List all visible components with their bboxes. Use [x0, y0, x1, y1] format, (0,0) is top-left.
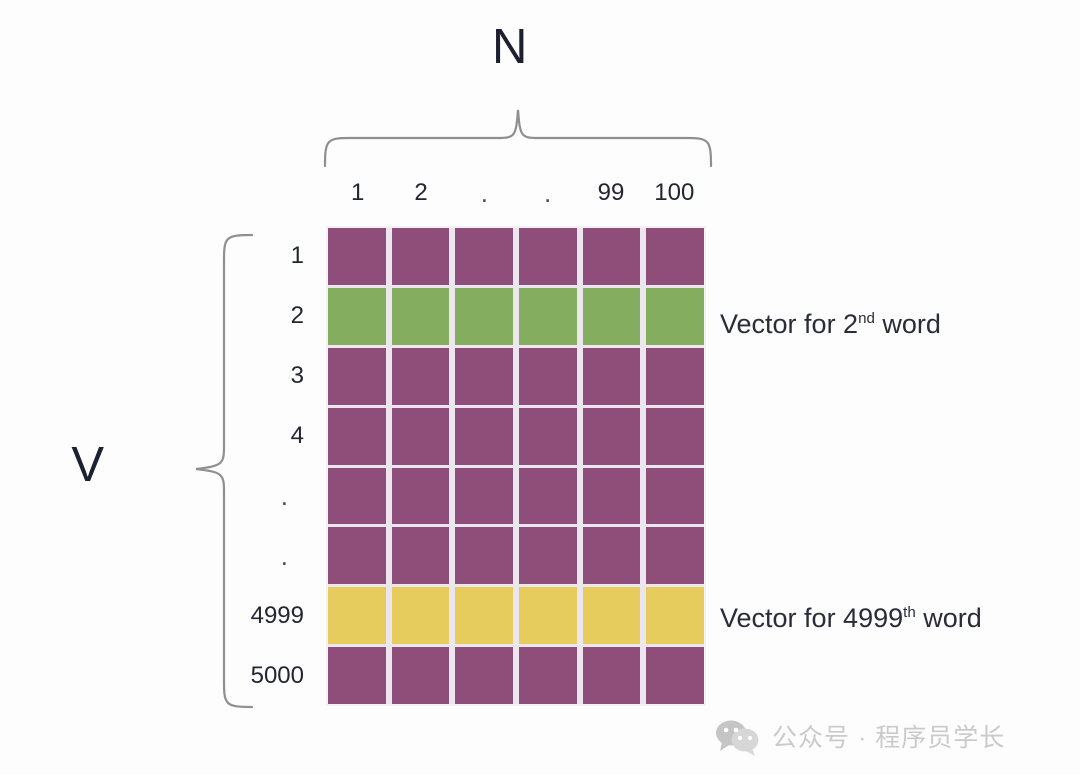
annotation-green-suffix: word [874, 309, 941, 339]
embedding-matrix [326, 226, 706, 706]
column-header-row: 1 2 . . 99 100 [326, 176, 706, 212]
column-header-ellipsis-1: . [480, 178, 488, 208]
matrix-cell [328, 228, 386, 285]
matrix-cell [391, 527, 450, 585]
annotation-yellow-prefix: Vector for 4999 [720, 603, 904, 633]
matrix-cell [582, 228, 641, 285]
row-header-3: 3 [290, 362, 304, 389]
row-header-4: 4 [290, 422, 304, 449]
matrix-cell [391, 467, 450, 525]
column-header-99: 99 [597, 179, 625, 206]
matrix-cell [519, 647, 577, 704]
column-header-2: 2 [414, 179, 428, 206]
matrix-cell [455, 407, 514, 465]
matrix-cell [328, 587, 386, 645]
matrix-row [328, 646, 705, 704]
matrix-cell [582, 287, 641, 345]
matrix-cell [582, 527, 641, 585]
matrix-cell [455, 347, 514, 405]
row-header-column: 1 2 3 4 . . 4999 5000 [196, 226, 316, 706]
matrix-cell [519, 467, 577, 525]
top-brace-icon [323, 109, 713, 168]
matrix-cell [391, 287, 450, 345]
matrix-row [328, 346, 705, 406]
matrix-cell [328, 647, 386, 704]
matrix-row [328, 466, 705, 526]
watermark-text: 公众号 · 程序员学长 [772, 724, 1006, 752]
matrix-cell [646, 287, 705, 345]
matrix-row [328, 526, 705, 586]
matrix-cell [519, 347, 577, 405]
matrix-cell [455, 287, 514, 345]
column-header-100: 100 [654, 179, 695, 206]
matrix-cell [519, 527, 577, 585]
matrix-cell [582, 407, 641, 465]
matrix-cell [391, 407, 450, 465]
matrix-cell [391, 228, 450, 285]
row-header-4999: 4999 [250, 602, 304, 629]
matrix-cell [582, 587, 641, 645]
left-brace-icon [195, 233, 254, 709]
matrix-cell [519, 407, 577, 465]
matrix-cell [646, 587, 705, 645]
column-header-ellipsis-2: . [544, 178, 552, 208]
matrix-cell [328, 467, 386, 525]
matrix-cell [391, 347, 450, 405]
matrix-cell [391, 647, 450, 704]
dimension-label-n: N [492, 20, 528, 74]
matrix-cell [328, 287, 386, 345]
matrix-cell [455, 228, 514, 285]
matrix-cell [455, 467, 514, 525]
row-header-1: 1 [290, 242, 304, 269]
row-header-2: 2 [290, 302, 304, 329]
matrix-cell [519, 287, 577, 345]
matrix-cell [646, 407, 705, 465]
annotation-green-prefix: Vector for 2 [720, 309, 859, 339]
annotation-green-ordinal: nd [858, 310, 875, 327]
matrix-cell [646, 347, 705, 405]
row-header-ellipsis-2: . [280, 540, 288, 571]
matrix-cell [646, 228, 705, 285]
matrix-cell [391, 587, 450, 645]
matrix-cell [519, 228, 577, 285]
row-header-ellipsis-1: . [280, 480, 288, 511]
matrix-row [328, 406, 705, 466]
matrix-row [328, 228, 705, 286]
annotation-yellow-ordinal: th [903, 604, 916, 621]
matrix-cell [646, 527, 705, 585]
annotation-yellow-row: Vector for 4999th word [720, 602, 982, 634]
matrix-row [328, 586, 705, 646]
matrix-cell [582, 347, 641, 405]
matrix-cell [455, 647, 514, 704]
column-header-1: 1 [350, 179, 365, 206]
matrix-cell [582, 467, 641, 525]
matrix-cell [455, 587, 514, 645]
matrix-cell [646, 647, 705, 704]
matrix-cell [519, 587, 577, 645]
wechat-bubbles-icon [716, 720, 759, 756]
watermark: 公众号 · 程序员学长 [714, 718, 1005, 758]
matrix-cell [328, 407, 386, 465]
matrix-cell [328, 347, 386, 405]
matrix-cell [328, 527, 386, 585]
annotation-green-row: Vector for 2nd word [720, 308, 941, 340]
matrix-cell [646, 467, 705, 525]
annotation-yellow-suffix: word [915, 603, 982, 633]
dimension-label-v: V [71, 438, 105, 492]
row-header-5000: 5000 [250, 662, 304, 689]
matrix-cell [582, 647, 641, 704]
matrix-row [328, 286, 705, 346]
matrix-cell [455, 527, 514, 585]
